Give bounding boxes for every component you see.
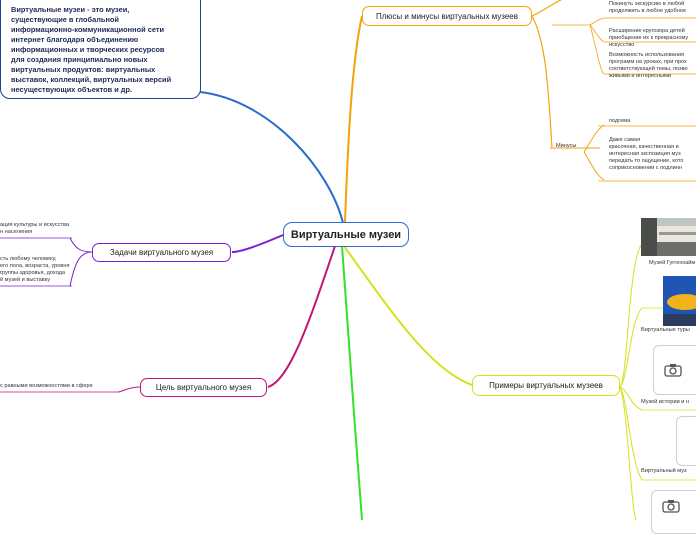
definition-text: Виртуальные музеи - это музеи, существую… bbox=[11, 5, 172, 94]
task-item[interactable]: ация культуры и искусства н населения bbox=[0, 222, 70, 235]
camera-icon bbox=[662, 500, 680, 513]
edge-pros-cons bbox=[344, 15, 363, 223]
definition-node[interactable]: Виртуальные музеи - это музеи, существую… bbox=[0, 0, 201, 99]
example-caption: Виртуальный муз bbox=[641, 468, 687, 474]
topic-tasks-label: Задачи виртуального музея bbox=[109, 248, 214, 257]
camera-icon bbox=[664, 364, 682, 377]
example-image-placeholder[interactable] bbox=[676, 416, 696, 466]
example-caption: Музей истории и н bbox=[641, 399, 690, 405]
example-virtual-tours-image[interactable] bbox=[663, 276, 696, 326]
topic-pros-cons[interactable]: Плюсы и минусы виртуальных музеев bbox=[362, 6, 532, 26]
edge-green bbox=[341, 245, 363, 520]
topic-tasks[interactable]: Задачи виртуального музея bbox=[92, 243, 231, 262]
edge-tasks bbox=[231, 234, 284, 253]
goal-item[interactable]: с равными возможностями в сфере bbox=[0, 383, 93, 389]
example-caption: Музей Гуггенхайм bbox=[649, 260, 696, 266]
central-topic-label: Виртуальные музеи bbox=[290, 228, 402, 241]
pros-item[interactable]: Возможность использования программ на ур… bbox=[609, 52, 688, 79]
topic-examples-label: Примеры виртуальных музеев bbox=[489, 381, 603, 390]
task-item[interactable]: сть любому человеку, его пола, возраста,… bbox=[0, 256, 70, 283]
edge-definition bbox=[199, 91, 344, 224]
topic-pros-cons-label: Плюсы и минусы виртуальных музеев bbox=[376, 11, 518, 21]
edge-goal bbox=[267, 245, 336, 388]
topic-goal-label: Цель виртуального музея bbox=[155, 383, 252, 392]
minus-item[interactable]: Даже самая красочная, качественная и инт… bbox=[609, 137, 684, 171]
minus-label[interactable]: Минусы bbox=[556, 143, 577, 149]
topic-goal[interactable]: Цель виртуального музея bbox=[140, 378, 267, 397]
minus-item[interactable]: подгема bbox=[609, 118, 631, 124]
mindmap-connectors bbox=[0, 0, 696, 520]
central-topic[interactable]: Виртуальные музеи bbox=[283, 222, 409, 247]
example-caption: Виртуальные туры bbox=[641, 327, 690, 333]
edge-examples bbox=[343, 245, 473, 386]
museum-photo-icon bbox=[641, 218, 696, 256]
example-image-placeholder[interactable] bbox=[653, 345, 696, 395]
example-image-placeholder[interactable] bbox=[651, 490, 696, 534]
topic-examples[interactable]: Примеры виртуальных музеев bbox=[472, 375, 620, 396]
museum-photo-icon bbox=[663, 276, 696, 326]
pros-item[interactable]: Покинуть экскурсию в любой продолжить в … bbox=[609, 1, 687, 14]
example-guggenheim-image[interactable] bbox=[641, 218, 696, 256]
pros-item[interactable]: Расширение кругозора детей приобщение их… bbox=[609, 28, 689, 48]
edge-pros-branch bbox=[531, 15, 553, 149]
